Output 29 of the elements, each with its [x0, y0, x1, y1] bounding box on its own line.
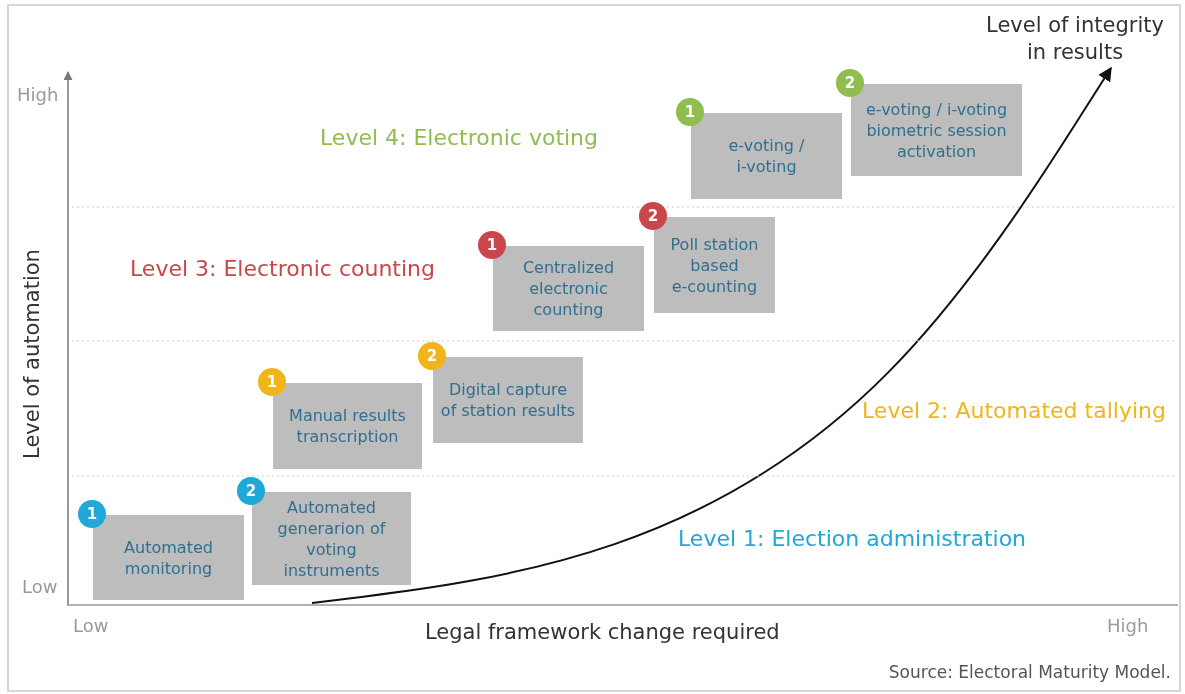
- number-badge: 1: [258, 368, 286, 396]
- number-badge: 1: [478, 231, 506, 259]
- step-label: e-voting / i-voting biometric session activation: [864, 98, 1009, 163]
- number-badge: 1: [676, 98, 704, 126]
- number-badge: 2: [418, 342, 446, 370]
- curve-arrow: [311, 66, 1112, 604]
- step-label: e-voting / i-voting: [727, 135, 806, 178]
- level-label: Level 1: Election administration: [678, 526, 1027, 551]
- level-label: Level 4: Electronic voting: [320, 125, 599, 150]
- step-label: Automated monitoring: [123, 536, 214, 580]
- axis-tick-label: Low: [22, 576, 58, 597]
- source-note: Source: Electoral Maturity Model.: [888, 662, 1171, 682]
- step-label: Centralized electronic counting: [521, 257, 616, 321]
- axis-title: Level of automation: [20, 248, 44, 461]
- number-badge: 1: [78, 500, 106, 528]
- curve-label: Level of integrity in results: [975, 10, 1175, 68]
- number-badge: 2: [639, 202, 667, 230]
- number-badge: 2: [237, 477, 265, 505]
- number-badge: 2: [836, 69, 864, 97]
- level-label: Level 2: Automated tallying: [862, 398, 1166, 423]
- step-label: Digital capture of station results: [439, 379, 577, 422]
- step-label: Manual results transcription: [288, 405, 407, 448]
- axis-tick-label: High: [1107, 615, 1149, 636]
- axis-title: Legal framework change required: [425, 620, 780, 644]
- step-label: Automated generarion of voting instruments: [276, 496, 387, 582]
- axis-tick-label: Low: [73, 615, 109, 636]
- axis-tick-label: High: [17, 84, 59, 105]
- level-label: Level 3: Electronic counting: [130, 256, 435, 281]
- step-label: Poll station based e-counting: [669, 233, 760, 298]
